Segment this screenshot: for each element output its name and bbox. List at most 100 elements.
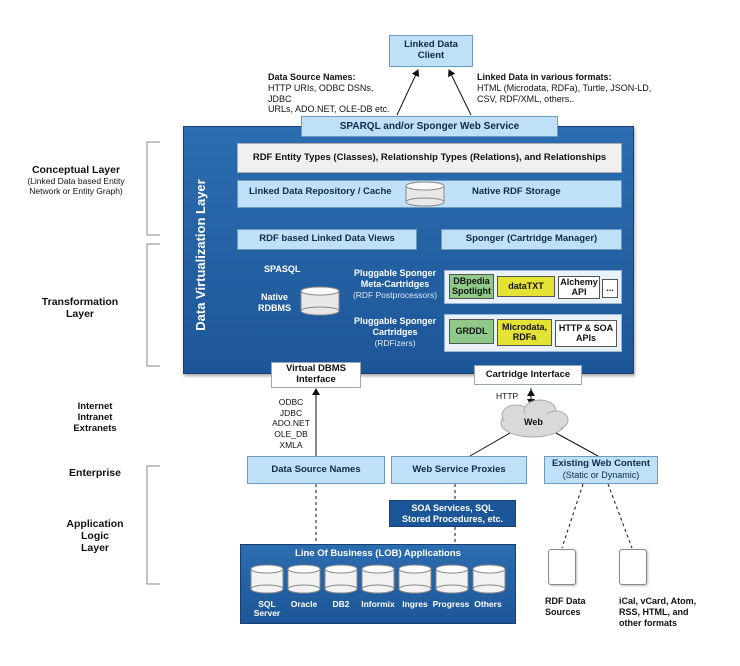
datatxt-chip: dataTXT bbox=[497, 276, 555, 297]
http-label: HTTP bbox=[496, 391, 519, 401]
formats-label: iCal, vCard, Atom, RSS, HTML, and other … bbox=[619, 596, 696, 628]
native-rdbms-line: Native bbox=[260, 292, 288, 302]
cartridges-line: Pluggable Sponger bbox=[353, 316, 436, 326]
soa-line: Stored Procedures, etc. bbox=[401, 513, 504, 524]
vdbms-line: Virtual DBMS bbox=[285, 363, 346, 375]
network-line: Intranet bbox=[77, 412, 113, 423]
chip-line: HTTP & SOA bbox=[558, 322, 614, 333]
data-source-names-box: Data Source Names bbox=[247, 456, 385, 484]
app-logic-line: Layer bbox=[80, 542, 110, 554]
db-cylinder-icon bbox=[287, 564, 321, 594]
formats-line: iCal, vCard, Atom, bbox=[619, 596, 697, 606]
db-label-oracle: Oracle bbox=[290, 599, 318, 609]
note-line: URLs, ADO.NET, OLE-DB etc. bbox=[268, 104, 390, 115]
cartridges-sub: (RDFizers) bbox=[374, 337, 416, 348]
chip-line: Alchemy bbox=[560, 276, 598, 287]
db-label-progress: Progress bbox=[432, 599, 470, 609]
enterprise-label: Enterprise bbox=[69, 467, 121, 479]
db-label-informix: Informix bbox=[361, 599, 395, 609]
web-label: Web bbox=[524, 417, 543, 427]
lob-title: Line Of Business (LOB) Applications bbox=[295, 548, 461, 559]
rdf-sources-line: RDF Data bbox=[545, 596, 586, 606]
entity-types-box: RDF Entity Types (Classes), Relationship… bbox=[237, 143, 622, 173]
chip-line: APIs bbox=[575, 332, 596, 343]
rdbms-cylinder-icon bbox=[300, 286, 340, 316]
db-cylinder-icon bbox=[435, 564, 469, 594]
protocol-item: OLE_DB bbox=[274, 428, 308, 439]
network-label: Internet Intranet Extranets bbox=[50, 401, 140, 434]
conceptual-sub: Network or Entity Graph) bbox=[29, 186, 123, 196]
rdf-sources-label: RDF Data Sources bbox=[545, 596, 586, 618]
transformation-line: Transformation bbox=[41, 296, 119, 308]
app-logic-line: Application bbox=[66, 518, 124, 530]
chip-line: Spotlight bbox=[452, 285, 491, 296]
repository-label: Linked Data Repository / Cache bbox=[249, 186, 392, 197]
note-line: HTTP URIs, ODBC DSNs, JDBC bbox=[268, 82, 374, 104]
db-label-db2: DB2 bbox=[332, 599, 350, 609]
existing-web-sub: (Static or Dynamic) bbox=[562, 470, 640, 481]
protocol-item: ODBC bbox=[278, 397, 304, 407]
network-line: Extranets bbox=[73, 423, 117, 434]
cartridge-interface-box: Cartridge Interface bbox=[474, 365, 582, 385]
client-title: Linked Data bbox=[404, 39, 458, 51]
app-logic-line: Logic bbox=[81, 530, 109, 542]
sparql-web-service-box: SPARQL and/or Sponger Web Service bbox=[301, 116, 558, 137]
db-label-line: Server bbox=[253, 608, 281, 619]
conceptual-sub: (Linked Data based Entity bbox=[27, 176, 125, 186]
formats-document-icon bbox=[619, 549, 647, 585]
microdata-rdfa-chip: Microdata,RDFa bbox=[497, 319, 552, 346]
native-storage-label: Native RDF Storage bbox=[472, 186, 561, 197]
grddl-chip: GRDDL bbox=[449, 319, 494, 344]
meta-cartridges-line: Meta-Cartridges bbox=[360, 278, 430, 289]
formats-note: Linked Data in various formats: HTML (Mi… bbox=[477, 72, 677, 104]
transformation-line: Layer bbox=[65, 308, 95, 320]
db-label-others: Others bbox=[474, 599, 502, 609]
rdf-views-box: RDF based Linked Data Views bbox=[237, 229, 417, 250]
vdbms-line: Interface bbox=[296, 374, 336, 385]
db-cylinder-icon bbox=[250, 564, 284, 594]
native-rdbms-line: RDBMS bbox=[258, 302, 291, 313]
formats-line: RSS, HTML, and bbox=[619, 606, 689, 617]
chip-line: DBpedia bbox=[453, 275, 490, 286]
note-heading: Data Source Names: bbox=[268, 72, 356, 82]
cartridges-label: Pluggable Sponger Cartridges (RDFizers) bbox=[350, 316, 440, 348]
db-cylinder-icon bbox=[324, 564, 358, 594]
meta-cartridges-line: Pluggable Sponger bbox=[353, 268, 436, 278]
soa-line: SOA Services, SQL bbox=[411, 503, 494, 514]
note-line: CSV, RDF/XML, others.. bbox=[477, 93, 575, 104]
data-source-names-note: Data Source Names: HTTP URIs, ODBC DSNs,… bbox=[268, 72, 398, 115]
protocol-item: XMLA bbox=[279, 439, 303, 450]
chip-line: Microdata, bbox=[501, 321, 547, 332]
db-cylinder-icon bbox=[472, 564, 506, 594]
web-cloud-shape bbox=[500, 399, 569, 438]
protocol-item: JDBC bbox=[279, 407, 303, 418]
rdf-sources-line: Sources bbox=[545, 606, 581, 617]
native-rdbms-label: Native RDBMS bbox=[258, 292, 291, 314]
db-label-ingres: Ingres bbox=[402, 599, 428, 609]
db-label-line: SQL bbox=[258, 599, 276, 609]
existing-web-title: Existing Web Content bbox=[552, 458, 650, 470]
meta-cartridges-sub: (RDF Postprocessors) bbox=[352, 289, 438, 300]
protocols-list: ODBC JDBC ADO.NET OLE_DB XMLA bbox=[270, 397, 312, 450]
cartridges-line: Cartridges bbox=[372, 326, 418, 337]
storage-cylinder-icon bbox=[405, 181, 445, 207]
formats-line: other formats bbox=[619, 617, 678, 628]
chip-line: RDFa bbox=[512, 331, 537, 342]
lob-database-cylinders bbox=[250, 564, 506, 594]
chip-line: API bbox=[571, 286, 587, 297]
data-virtualization-layer-label: Data Virtualization Layer bbox=[193, 179, 208, 331]
web-service-proxies-box: Web Service Proxies bbox=[391, 456, 527, 484]
application-logic-layer-label: Application Logic Layer bbox=[50, 518, 140, 554]
protocol-item: ADO.NET bbox=[272, 418, 310, 429]
note-heading: Linked Data in various formats: bbox=[477, 72, 612, 82]
db-cylinder-icon bbox=[398, 564, 432, 594]
conceptual-title: Conceptual Layer bbox=[31, 164, 121, 176]
